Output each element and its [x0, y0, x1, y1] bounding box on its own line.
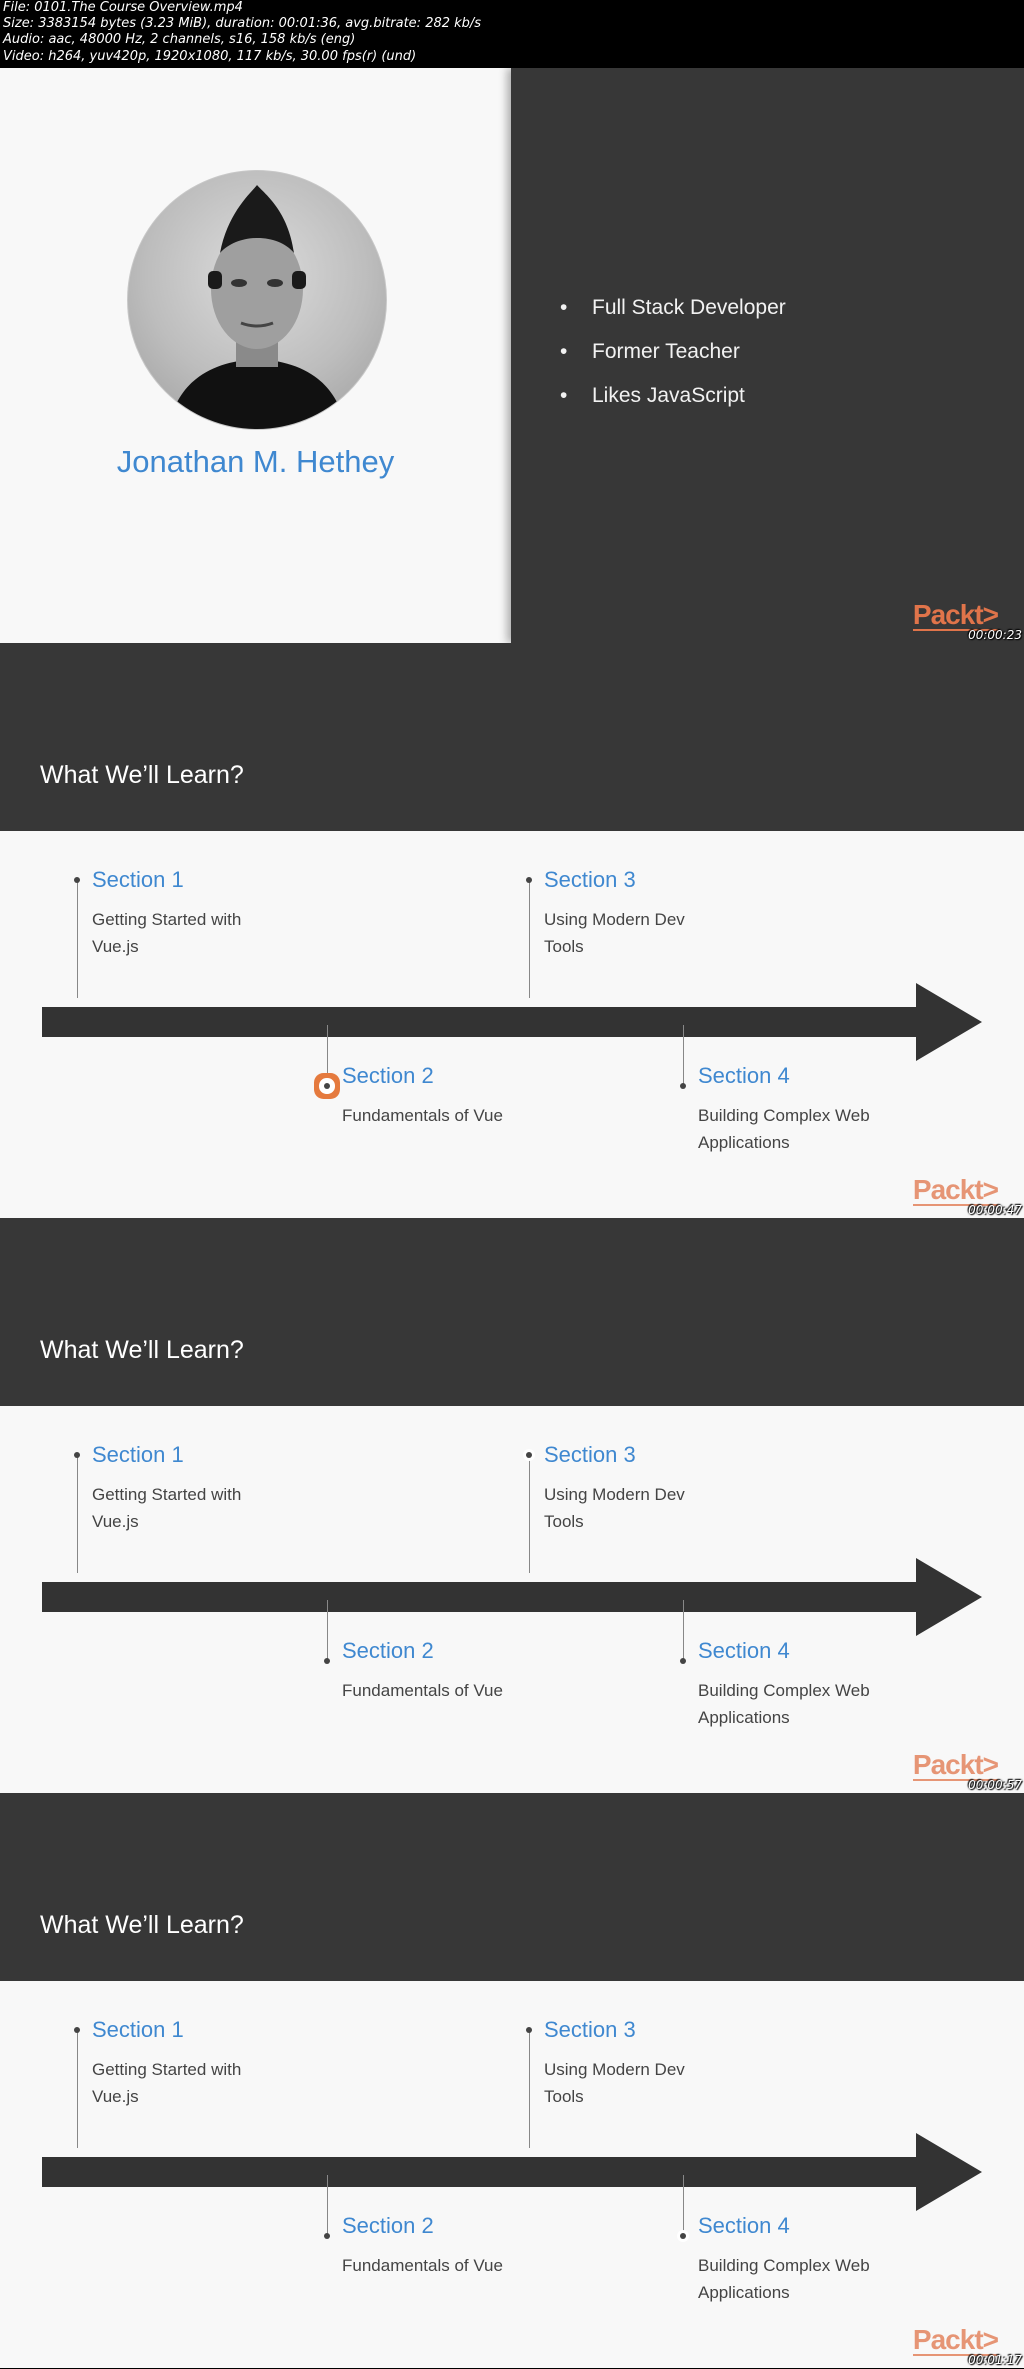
presenter-panel: Jonathan M. Hethey — [0, 68, 511, 643]
timeline-marker — [526, 1452, 532, 1458]
presenter-name: Jonathan M. Hethey — [0, 444, 511, 480]
video-frame-timeline-3: What We’ll Learn? Section 1 Getting Star… — [0, 1793, 1024, 2368]
timeline-connector — [683, 2175, 684, 2235]
timeline-marker — [324, 2233, 330, 2239]
file-info-line: Audio: aac, 48000 Hz, 2 channels, s16, 1… — [3, 32, 1024, 48]
section-2-title: Section 2 — [342, 2213, 434, 2239]
section-1-title: Section 1 — [92, 1442, 184, 1468]
timeline-arrow — [42, 1558, 982, 1636]
slide-header: What We’ll Learn? — [0, 643, 1024, 831]
timeline-connector — [77, 1454, 78, 1573]
section-4-description: Building Complex Web Applications — [698, 2252, 873, 2306]
section-1-description: Getting Started with Vue.js — [92, 906, 267, 960]
timeline-marker — [680, 2233, 686, 2239]
timestamp: 00:00:47 — [968, 1203, 1022, 1217]
section-1-description: Getting Started with Vue.js — [92, 2056, 267, 2110]
packt-logo: Packt> — [913, 1176, 998, 1206]
timeline-connector — [683, 1600, 684, 1660]
timeline-arrow — [42, 983, 982, 1061]
section-4-description: Building Complex Web Applications — [698, 1677, 873, 1731]
bio-item: Former Teacher — [560, 340, 786, 384]
section-2-description: Fundamentals of Vue — [342, 2252, 517, 2279]
section-3-title: Section 3 — [544, 867, 636, 893]
packt-logo: Packt> — [913, 1751, 998, 1781]
timestamp: 00:00:23 — [968, 628, 1022, 642]
timeline-connector — [683, 1025, 684, 1085]
section-3-title: Section 3 — [544, 1442, 636, 1468]
timeline-marker — [680, 1083, 686, 1089]
slide-title: What We’ll Learn? — [40, 1336, 244, 1365]
timeline-connector — [327, 1025, 328, 1085]
video-frame-intro: Jonathan M. Hethey Full Stack Developer … — [0, 68, 1024, 643]
timeline-arrow — [42, 2133, 982, 2211]
section-1-title: Section 1 — [92, 2017, 184, 2043]
timeline-connector — [77, 2029, 78, 2148]
timeline-connector — [327, 1600, 328, 1660]
slide-header: What We’ll Learn? — [0, 1218, 1024, 1406]
section-2-description: Fundamentals of Vue — [342, 1677, 517, 1704]
timeline-panel: Section 1 Getting Started with Vue.js Se… — [0, 831, 1024, 1218]
section-4-title: Section 4 — [698, 1638, 790, 1664]
timeline-panel: Section 1 Getting Started with Vue.js Se… — [0, 1406, 1024, 1793]
packt-logo: Packt> — [913, 2326, 998, 2356]
timeline-connector — [529, 879, 530, 998]
file-info-line: File: 0101.The Course Overview.mp4 — [3, 0, 1024, 16]
slide-header: What We’ll Learn? — [0, 1793, 1024, 1981]
timeline-marker — [526, 2027, 532, 2033]
bio-list: Full Stack Developer Former Teacher Like… — [560, 296, 786, 428]
bio-item: Likes JavaScript — [560, 384, 786, 428]
section-3-description: Using Modern Dev Tools — [544, 1481, 719, 1535]
packt-logo: Packt> — [913, 601, 998, 631]
timeline-marker — [74, 2027, 80, 2033]
section-3-title: Section 3 — [544, 2017, 636, 2043]
section-2-description: Fundamentals of Vue — [342, 1102, 517, 1129]
timestamp: 00:01:17 — [968, 2353, 1022, 2367]
file-info-line: Size: 3383154 bytes (3.23 MiB), duration… — [3, 16, 1024, 32]
section-3-description: Using Modern Dev Tools — [544, 906, 719, 960]
file-info-header: File: 0101.The Course Overview.mp4 Size:… — [0, 0, 1024, 68]
timestamp: 00:00:57 — [968, 1778, 1022, 1792]
section-1-description: Getting Started with Vue.js — [92, 1481, 267, 1535]
section-4-title: Section 4 — [698, 1063, 790, 1089]
slide-title: What We’ll Learn? — [40, 1911, 244, 1940]
video-frame-timeline-2: What We’ll Learn? Section 1 Getting Star… — [0, 1218, 1024, 1793]
section-2-title: Section 2 — [342, 1063, 434, 1089]
section-3-description: Using Modern Dev Tools — [544, 2056, 719, 2110]
presenter-avatar — [127, 170, 387, 430]
timeline-marker — [680, 1658, 686, 1664]
timeline-connector — [77, 879, 78, 998]
section-4-title: Section 4 — [698, 2213, 790, 2239]
video-frame-timeline-1: What We’ll Learn? Section 1 Getting Star… — [0, 643, 1024, 1218]
timeline-connector — [529, 2029, 530, 2148]
timeline-marker-highlighted — [324, 1083, 330, 1089]
section-2-title: Section 2 — [342, 1638, 434, 1664]
slide-title: What We’ll Learn? — [40, 761, 244, 790]
timeline-connector — [327, 2175, 328, 2235]
section-4-description: Building Complex Web Applications — [698, 1102, 873, 1156]
timeline-marker — [74, 1452, 80, 1458]
timeline-marker — [526, 877, 532, 883]
timeline-connector — [529, 1454, 530, 1573]
bio-item: Full Stack Developer — [560, 296, 786, 340]
timeline-marker — [324, 1658, 330, 1664]
file-info-line: Video: h264, yuv420p, 1920x1080, 117 kb/… — [3, 49, 1024, 65]
timeline-panel: Section 1 Getting Started with Vue.js Se… — [0, 1981, 1024, 2368]
timeline-marker — [74, 877, 80, 883]
section-1-title: Section 1 — [92, 867, 184, 893]
